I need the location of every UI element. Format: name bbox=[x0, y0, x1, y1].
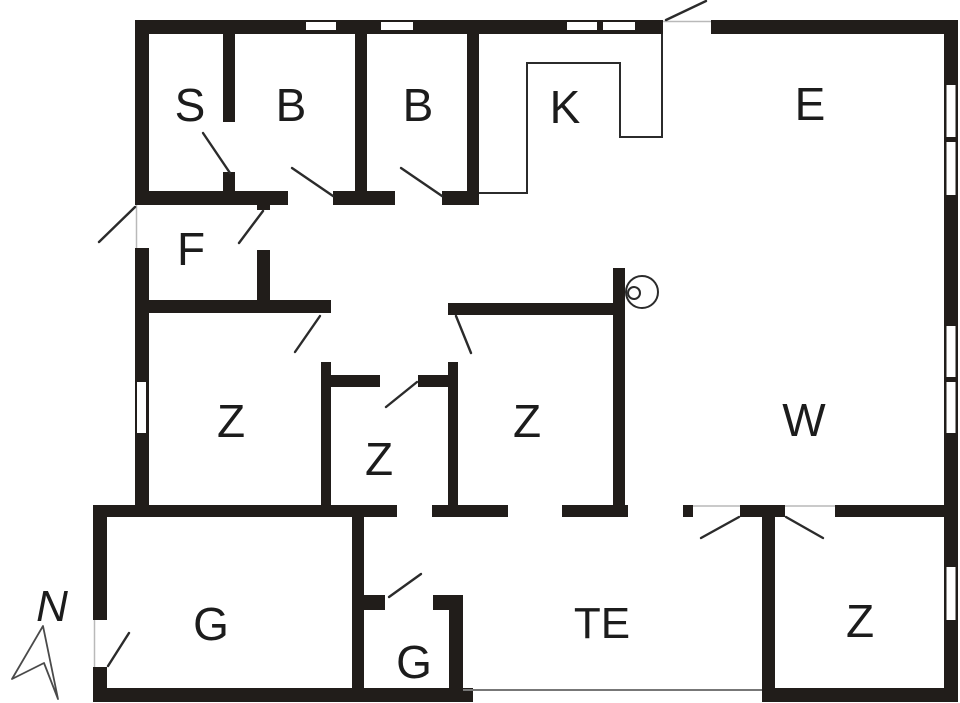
wall-f-bottom bbox=[135, 300, 331, 313]
window-b-left bbox=[306, 22, 336, 30]
wall-mid-seg6 bbox=[835, 505, 944, 517]
walls bbox=[93, 20, 958, 702]
room-label-g-small: G bbox=[396, 636, 432, 688]
door-swing-f bbox=[237, 209, 265, 245]
wall-mid-seg5 bbox=[740, 505, 785, 517]
window-k-2 bbox=[603, 22, 635, 30]
window-w-2 bbox=[946, 382, 956, 433]
door-swing-g-small bbox=[387, 572, 423, 599]
wall-hall-w bbox=[613, 268, 625, 505]
room-labels: S B B K E F Z Z Z W G G TE Z bbox=[175, 78, 874, 688]
thin-lines bbox=[463, 34, 762, 691]
window-e-2 bbox=[946, 142, 956, 195]
wall-bottom-right bbox=[762, 688, 958, 702]
window-e-1 bbox=[946, 85, 956, 137]
wall-sb-bottom-3 bbox=[442, 191, 479, 205]
room-label-k: K bbox=[550, 81, 581, 133]
room-label-z-bottom: Z bbox=[846, 595, 874, 647]
wall-zright-left bbox=[448, 362, 458, 517]
window-z-bottom bbox=[946, 567, 956, 620]
room-label-b-right: B bbox=[403, 79, 434, 131]
room-label-te: TE bbox=[574, 599, 630, 648]
door-swing-front-entrance bbox=[97, 205, 137, 244]
window-k-1 bbox=[567, 22, 597, 30]
door-swing-z-middle bbox=[384, 380, 419, 409]
stove-icon-inner bbox=[627, 286, 641, 300]
window-zright-te bbox=[508, 507, 562, 515]
door-swing-b-left bbox=[290, 166, 335, 198]
door-thresholds bbox=[93, 20, 835, 667]
wall-top-right-segment bbox=[711, 20, 958, 34]
compass: N bbox=[11, 582, 68, 700]
windows bbox=[137, 22, 956, 620]
compass-n-label: N bbox=[36, 582, 68, 631]
room-label-z-right: Z bbox=[513, 395, 541, 447]
door-swing-w-terrace bbox=[699, 515, 741, 540]
door-swing-b-right bbox=[399, 166, 444, 198]
wall-s-b-upper bbox=[223, 34, 235, 122]
wall-left-upper bbox=[135, 20, 149, 205]
door-swing-s bbox=[201, 131, 232, 175]
wall-zmiddle-top-1 bbox=[331, 375, 380, 387]
room-label-s: S bbox=[175, 79, 206, 131]
wall-mid-seg3 bbox=[562, 505, 628, 517]
wall-bottom-left bbox=[93, 688, 473, 702]
wall-mid-seg1 bbox=[93, 505, 397, 517]
door-swing-g-side bbox=[106, 631, 131, 668]
wall-mid-seg2 bbox=[432, 505, 508, 517]
wall-b-k bbox=[467, 34, 479, 193]
room-label-w: W bbox=[782, 394, 826, 446]
wall-gsmall-top-2 bbox=[433, 595, 463, 610]
wall-gsmall-right bbox=[449, 595, 463, 702]
room-label-e: E bbox=[795, 78, 826, 130]
north-arrow-icon bbox=[11, 625, 59, 700]
room-label-f: F bbox=[177, 223, 205, 275]
door-swing-z-right bbox=[454, 314, 473, 355]
window-zmiddle-te bbox=[397, 507, 432, 515]
room-label-g-garage: G bbox=[193, 598, 229, 650]
door-swing-z-bottom bbox=[784, 515, 825, 540]
wall-sb-bottom-1 bbox=[135, 191, 288, 205]
kitchen-boundary-line bbox=[479, 34, 663, 194]
wall-gsmall-top-1 bbox=[352, 595, 385, 610]
window-w-1 bbox=[946, 326, 956, 377]
wall-te-z bbox=[762, 517, 775, 688]
window-w-te bbox=[628, 507, 683, 515]
wall-zright-top bbox=[448, 303, 625, 315]
room-label-z-left: Z bbox=[217, 395, 245, 447]
wall-f-right-lower bbox=[257, 250, 270, 313]
door-swing-top-entrance bbox=[664, 0, 708, 22]
room-label-b-left: B bbox=[276, 79, 307, 131]
wall-b-b bbox=[355, 34, 367, 205]
wall-mid-seg4 bbox=[683, 505, 693, 517]
stove-icon bbox=[625, 275, 659, 309]
door-swings bbox=[97, 0, 825, 668]
room-label-z-middle: Z bbox=[365, 433, 393, 485]
door-swing-z-left bbox=[293, 314, 322, 354]
window-b-right bbox=[381, 22, 413, 30]
wall-zleft-right bbox=[321, 362, 331, 517]
wall-sb-bottom-2 bbox=[333, 191, 395, 205]
wall-zmiddle-top-2 bbox=[418, 375, 458, 387]
wall-garage-left-upper bbox=[93, 505, 107, 620]
window-z-left bbox=[137, 382, 146, 433]
